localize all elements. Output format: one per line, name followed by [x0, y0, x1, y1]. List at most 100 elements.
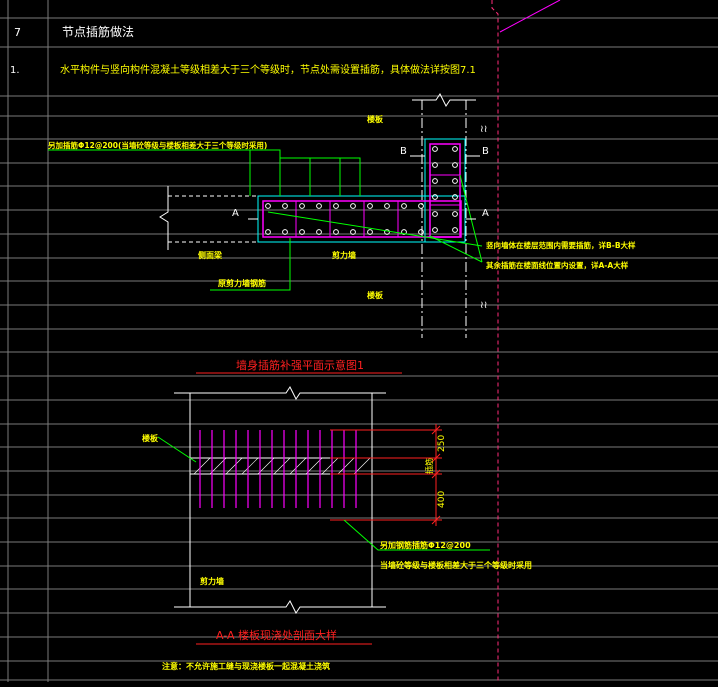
section-a-left-label: A: [232, 208, 239, 219]
hatch-line: [337, 457, 355, 475]
leader-wall-rebar: [210, 238, 291, 291]
section-note-2: 当墙砼等级与楼板相差大于三个等级时采用: [380, 560, 532, 570]
section-note-1: 另加钢筋插筋Φ12@200: [380, 540, 471, 550]
hatch-line: [273, 457, 291, 475]
rebar: [265, 203, 271, 209]
rebar: [316, 229, 322, 235]
hatch-line: [241, 457, 259, 475]
rebar: [367, 229, 373, 235]
rebar: [452, 227, 458, 233]
dim-tick: [431, 469, 441, 479]
beam-stirrup: [262, 200, 462, 238]
rebar: [282, 229, 288, 235]
leader-note-bb: [267, 211, 483, 247]
hatch-line: [257, 457, 275, 475]
dim-tick: [431, 453, 441, 463]
hatch-line: [305, 457, 323, 475]
leader-dowel: [48, 149, 281, 196]
break-line-top: [412, 93, 476, 107]
rebar: [282, 203, 288, 209]
hatch-line: [289, 457, 307, 475]
section-a-right-label: A: [482, 208, 489, 219]
rebar: [367, 203, 373, 209]
dowel-note: 另加插筋Φ12@200(当墙砼等级与楼板相差大于三个等级时采用): [48, 140, 267, 150]
rebar: [418, 229, 424, 235]
rebar: [432, 162, 438, 168]
rebar: [452, 211, 458, 217]
rebar: [452, 194, 458, 200]
frame-border: [491, 0, 499, 682]
section-break-top: [174, 386, 386, 400]
rebar: [432, 227, 438, 233]
dim-tick: [431, 515, 441, 525]
section-wall-label: 剪力墙: [200, 576, 224, 586]
side-beam-label: 侧面梁: [198, 250, 223, 260]
break-mark-right-top: ≀≀: [480, 124, 488, 135]
diagonal-line: [499, 0, 561, 33]
rebar-dots: [265, 146, 458, 235]
rebar: [316, 203, 322, 209]
rebar: [333, 203, 339, 209]
hatch-line: [353, 457, 371, 475]
dim-tick: [431, 425, 441, 435]
slab-label-bottom: 楼板: [367, 290, 384, 300]
section-slab-label: 楼板: [142, 433, 159, 443]
leader-dowel: [340, 157, 361, 196]
note-bb: 竖向墙体在楼层范围内需要插筋，详B-B大样: [486, 240, 636, 250]
leader-note-aa: [429, 235, 483, 263]
rebar: [401, 229, 407, 235]
section-view: 250 插筋 400 楼板 剪力墙 另加钢筋插筋Φ12@200 当墙砼等级与楼板…: [142, 386, 532, 671]
section-title: 节点插筋做法: [62, 24, 134, 39]
rebar: [432, 178, 438, 184]
rebar: [384, 229, 390, 235]
dimension-lines: [330, 424, 442, 526]
note-aa: 其余插筋在楼面线位置内设置，详A-A大样: [486, 260, 629, 270]
rebar: [350, 203, 356, 209]
slab-hatch: [193, 457, 371, 475]
section-title: A-A 楼板现浇处剖面大样: [216, 628, 337, 642]
dim-400: 400: [437, 491, 447, 508]
rebar: [401, 203, 407, 209]
plan-view: ≀≀ ≀≀: [48, 93, 636, 374]
rebar: [299, 203, 305, 209]
plan-title: 墙身插筋补强平面示意图1: [236, 358, 364, 372]
section-footnote: 注意：不允许施工缝与现浇楼板一起混凝土浇筑: [162, 661, 330, 671]
slab-label-top: 楼板: [367, 114, 384, 124]
hatch-line: [193, 457, 211, 475]
section-b-left-label: B: [400, 146, 407, 157]
wall-rebar-label: 原剪力墙钢筋: [218, 278, 266, 288]
item-number: 1.: [10, 65, 20, 76]
hatch-line: [225, 457, 243, 475]
break-line-left: [159, 186, 169, 250]
rebar: [452, 146, 458, 152]
rebar: [432, 211, 438, 217]
rebar: [418, 203, 424, 209]
rebar: [350, 229, 356, 235]
shear-wall-label: 剪力墙: [332, 250, 356, 260]
rebar: [452, 178, 458, 184]
leader-section-note: [343, 519, 490, 551]
rebar: [452, 162, 458, 168]
rebar: [333, 229, 339, 235]
row-number: 7: [14, 26, 21, 39]
hatch-line: [321, 457, 339, 475]
rebar: [384, 203, 390, 209]
section-break-bottom: [174, 600, 386, 614]
slab-band: [189, 457, 373, 475]
wall-vertical-rebar: [199, 430, 357, 508]
dim-250: 250: [437, 435, 447, 452]
dim-mid: 插筋: [424, 458, 434, 474]
break-mark-right-bottom: ≀≀: [480, 300, 488, 311]
rebar: [432, 194, 438, 200]
leader-slab: [157, 436, 197, 463]
rebar: [299, 229, 305, 235]
item-text: 水平构件与竖向构件混凝土等级相差大于三个等级时，节点处需设置插筋，具体做法详按图…: [60, 63, 476, 76]
hatch-line: [209, 457, 227, 475]
rebar: [265, 229, 271, 235]
section-b-right-label: B: [482, 146, 489, 157]
wall-stirrup: [429, 143, 461, 238]
